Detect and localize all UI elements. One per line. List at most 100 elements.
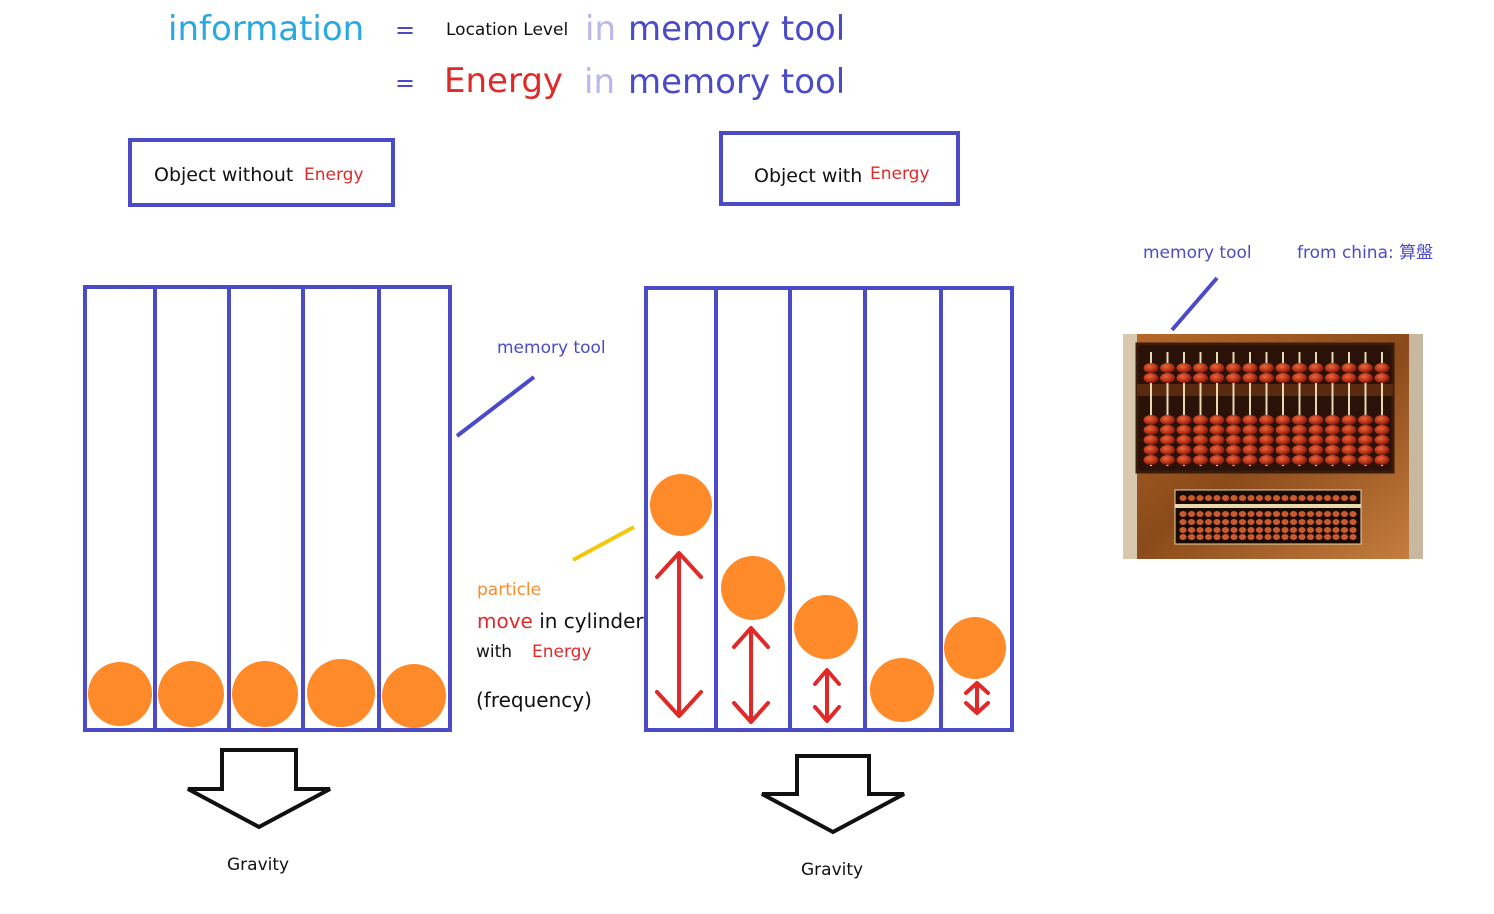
abacus-bead — [1308, 415, 1324, 425]
abacus-bead — [1179, 519, 1187, 525]
double-arrow-icon — [732, 626, 770, 724]
abacus-bead — [1264, 511, 1272, 517]
memory-tool-label-1: memory tool — [628, 9, 846, 49]
from-china-label: from china: 算盤 — [1297, 243, 1434, 263]
abacus-bead — [1349, 511, 1357, 517]
abacus-bead — [1213, 527, 1221, 533]
abacus-bead — [1143, 455, 1159, 465]
abacus-bead — [1325, 445, 1340, 455]
abacus-bead — [1226, 363, 1241, 373]
abacus-bead — [1179, 527, 1187, 533]
abacus-bead — [1308, 373, 1324, 383]
abacus-bead — [1358, 425, 1373, 435]
abacus-bead — [1281, 519, 1289, 525]
particle-ball — [232, 661, 298, 727]
particle-ball — [88, 662, 152, 726]
abacus-bead — [1349, 495, 1357, 501]
abacus-bead — [1255, 527, 1264, 533]
abacus-bead — [1143, 425, 1159, 435]
abacus-bead — [1160, 445, 1175, 455]
abacus-bead — [1358, 415, 1373, 425]
equals-sign-1: = — [395, 16, 416, 44]
abacus-bead — [1325, 373, 1340, 383]
abacus-bead — [1292, 363, 1307, 373]
information-label: information — [168, 9, 365, 49]
abacus-bead — [1238, 511, 1247, 517]
abacus-bead — [1176, 425, 1192, 435]
abacus-bead — [1226, 415, 1241, 425]
double-arrow-icon — [655, 551, 703, 718]
abacus-bead — [1332, 495, 1340, 501]
abacus-bead — [1193, 455, 1208, 465]
abacus-bead — [1209, 363, 1225, 373]
abacus-bead — [1176, 363, 1192, 373]
abacus-bead — [1255, 495, 1264, 501]
abacus-bead — [1242, 363, 1258, 373]
particle-ball — [307, 659, 375, 727]
abacus-bead — [1242, 425, 1258, 435]
abacus-bead — [1315, 511, 1323, 517]
abacus-bead — [1308, 363, 1324, 373]
abacus-bead — [1238, 519, 1247, 525]
abacus-bead — [1306, 519, 1315, 525]
abacus-bead — [1242, 415, 1258, 425]
abacus-bead — [1341, 455, 1357, 465]
abacus-bead — [1226, 373, 1241, 383]
abacus-bead — [1179, 495, 1187, 501]
abacus-bead — [1323, 495, 1332, 501]
abacus-bead — [1323, 511, 1332, 517]
abacus-bead — [1255, 534, 1264, 540]
abacus-bead — [1298, 511, 1306, 517]
particle-pointer — [572, 525, 635, 562]
abacus-bead — [1341, 425, 1357, 435]
oscillation-arrows — [655, 551, 990, 724]
abacus-bead — [1292, 425, 1307, 435]
abacus-bead — [1264, 519, 1272, 525]
abacus-bead — [1209, 415, 1225, 425]
abacus-bead — [1272, 495, 1281, 501]
abacus-bead — [1275, 455, 1291, 465]
abacus-bead — [1275, 425, 1291, 435]
particle-ball — [650, 474, 712, 536]
abacus-bead — [1221, 519, 1230, 525]
energy-label: Energy — [444, 61, 564, 101]
right-cylinder-frame — [644, 286, 1014, 732]
object-with-energy-box: Object with Energy — [719, 131, 960, 206]
object-with-energy-word: Energy — [870, 164, 930, 184]
particle-label: particle — [477, 580, 542, 600]
object-with-label: Object with — [754, 165, 863, 187]
abacus-bead — [1308, 455, 1324, 465]
abacus-bead — [1292, 455, 1307, 465]
abacus-bead — [1292, 445, 1307, 455]
abacus-bead — [1341, 373, 1357, 383]
abacus-bead — [1340, 534, 1349, 540]
abacus-bead — [1221, 495, 1230, 501]
abacus-bead — [1247, 511, 1255, 517]
abacus-bead — [1358, 445, 1373, 455]
abacus-bead — [1325, 415, 1340, 425]
abacus-bead — [1306, 527, 1315, 533]
abacus-bead — [1230, 511, 1238, 517]
abacus-memory-tool-label: memory tool — [1143, 243, 1252, 263]
abacus-bead — [1289, 511, 1298, 517]
abacus-bead — [1209, 445, 1225, 455]
abacus-bead — [1374, 445, 1390, 455]
abacus-bead — [1292, 415, 1307, 425]
abacus-bead — [1242, 455, 1258, 465]
abacus-bead — [1242, 445, 1258, 455]
abacus-bead — [1275, 415, 1291, 425]
abacus-bead — [1187, 511, 1196, 517]
abacus-bead — [1221, 511, 1230, 517]
abacus-bead — [1204, 519, 1213, 525]
particle-ball — [158, 661, 224, 727]
abacus-bead — [1281, 527, 1289, 533]
right-gravity-arrow — [761, 754, 905, 835]
abacus-bead — [1247, 527, 1255, 533]
abacus-bead — [1209, 455, 1225, 465]
abacus-bead — [1176, 435, 1192, 445]
abacus-bead — [1281, 511, 1289, 517]
abacus-bead — [1292, 435, 1307, 445]
abacus-bead — [1179, 534, 1187, 540]
abacus-bead — [1255, 511, 1264, 517]
abacus-bead — [1213, 519, 1221, 525]
